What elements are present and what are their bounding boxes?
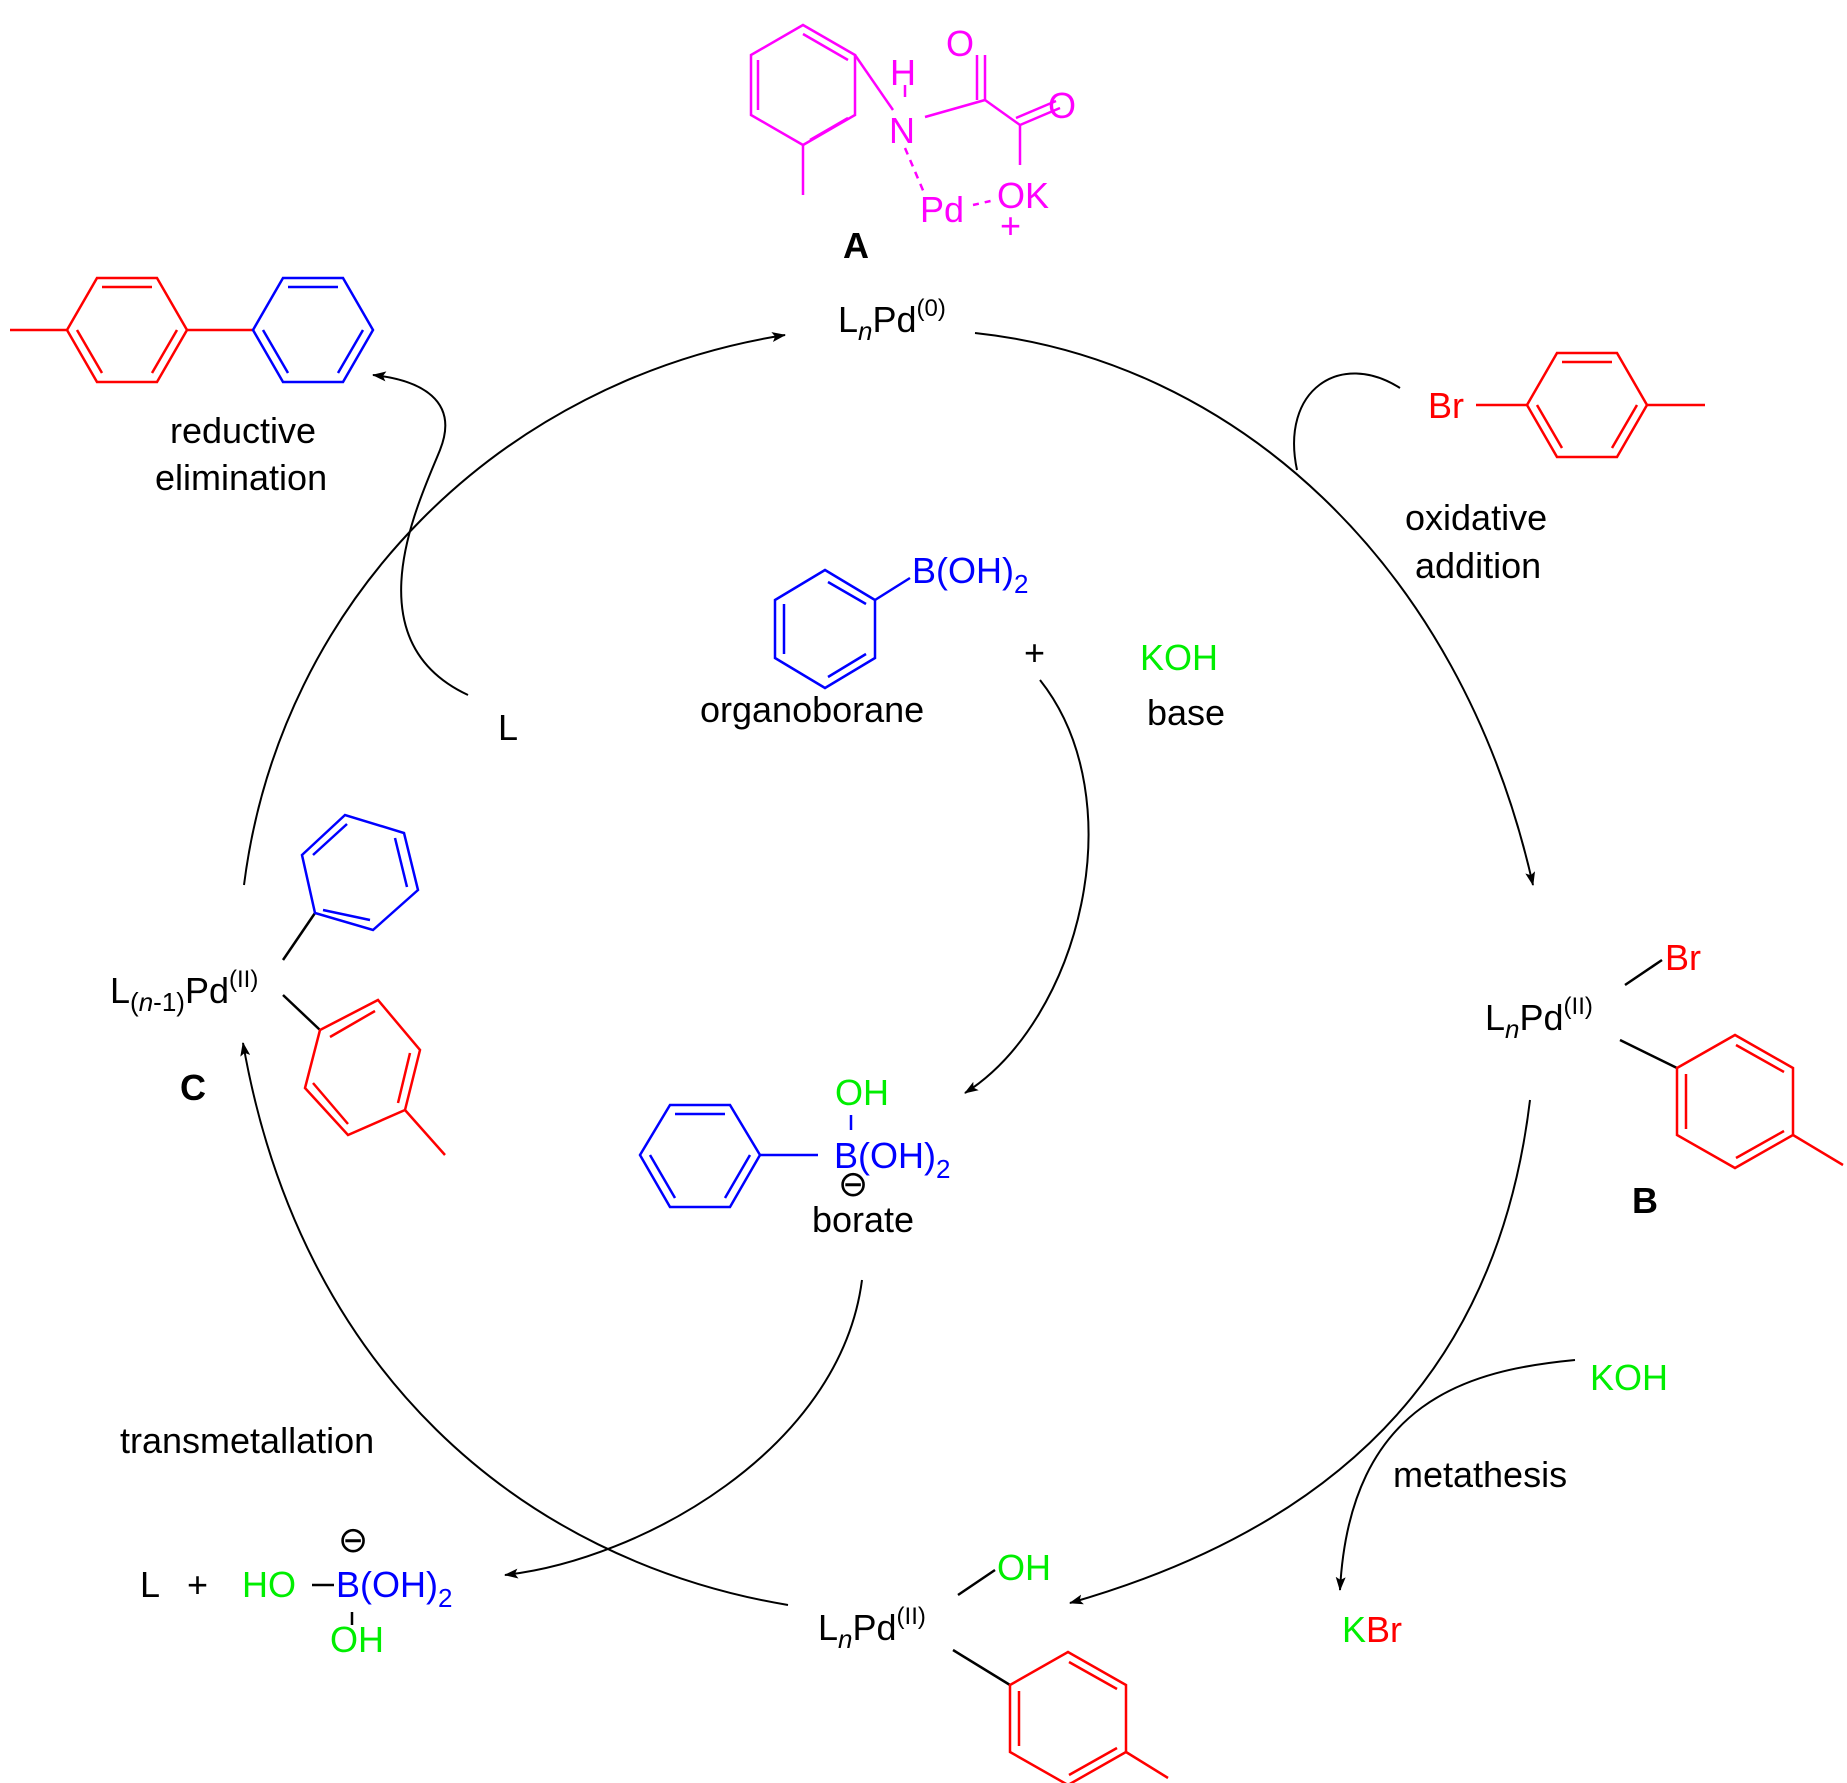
complex-B-pd-label: LnPd(II) bbox=[1485, 993, 1593, 1044]
pd0-catalyst-label: LnPd(0) bbox=[838, 295, 946, 346]
free-ligand-label: L bbox=[498, 707, 518, 748]
arrow-borate-to-byproduct bbox=[504, 1279, 863, 1579]
ligand-complex-A bbox=[749, 23, 1061, 207]
A-Pd-label: Pd bbox=[920, 189, 964, 230]
label-C: C bbox=[180, 1067, 206, 1108]
arc-oxidative-addition bbox=[974, 332, 1536, 886]
arrow-aryl-bromide-in bbox=[1293, 372, 1401, 471]
arrow-borate-formation bbox=[964, 679, 1090, 1094]
svg-text:LnPd(II): LnPd(II) bbox=[1485, 993, 1593, 1044]
borate-structure bbox=[638, 1103, 853, 1209]
complex-C-bonds bbox=[281, 813, 446, 1156]
byproduct-L-label: L bbox=[140, 1564, 160, 1605]
A-plus-label: + bbox=[1000, 205, 1021, 246]
biphenyl-product bbox=[10, 276, 375, 384]
borate-B-label: B(OH)2 bbox=[834, 1135, 950, 1184]
borate-minus-label: ⊖ bbox=[838, 1163, 868, 1204]
pd-OH-label: OH bbox=[997, 1547, 1051, 1588]
arc-reductive-elimination-main bbox=[243, 332, 786, 886]
byproduct-OH-label: OH bbox=[330, 1619, 384, 1660]
organoborane-label: organoborane bbox=[700, 689, 924, 730]
addition-label: addition bbox=[1415, 545, 1541, 586]
boronic-acid-label: B(OH)2 bbox=[912, 550, 1028, 599]
KBr-label: KBr bbox=[1342, 1609, 1402, 1650]
byproduct-B-label: B(OH)2 bbox=[336, 1564, 452, 1613]
A-H-label: H bbox=[890, 52, 916, 93]
side-arrows bbox=[372, 371, 1576, 1591]
pd-hydroxide-label: LnPd(II) bbox=[818, 1603, 926, 1654]
byproduct-bonds bbox=[312, 1583, 354, 1625]
label-B: B bbox=[1632, 1180, 1658, 1221]
aryl-bromide-reagent bbox=[1476, 351, 1705, 459]
transmetallation-label: transmetallation bbox=[120, 1420, 374, 1461]
arc-transmetallation-main bbox=[240, 1042, 789, 1606]
A-O1-label: O bbox=[946, 23, 974, 64]
byproduct-plus-label: + bbox=[187, 1564, 208, 1605]
complex-B-bonds bbox=[1619, 958, 1844, 1170]
borate-label: borate bbox=[812, 1199, 914, 1240]
svg-text:LnPd(II): LnPd(II) bbox=[818, 1603, 926, 1654]
reductive-label: reductive bbox=[170, 410, 316, 451]
elimination-label: elimination bbox=[155, 457, 327, 498]
pd-hydroxide-bonds bbox=[952, 1568, 1169, 1783]
arrow-KOH-to-KBr bbox=[1335, 1359, 1576, 1591]
A-N-label: N bbox=[889, 110, 915, 151]
byproduct-minus-label: ⊖ bbox=[338, 1519, 368, 1560]
svg-text:L(n-1)Pd(II): L(n-1)Pd(II) bbox=[110, 966, 258, 1017]
arrow-ligand-loss bbox=[372, 371, 469, 696]
plus-top-label: + bbox=[1024, 632, 1045, 673]
A-OK-label: OK bbox=[997, 175, 1049, 216]
KOH-metathesis-label: KOH bbox=[1590, 1357, 1668, 1398]
base-label: base bbox=[1147, 692, 1225, 733]
label-A: A bbox=[843, 225, 869, 266]
metathesis-label: metathesis bbox=[1393, 1454, 1567, 1495]
oxidative-label: oxidative bbox=[1405, 497, 1547, 538]
aryl-Br-label: Br bbox=[1428, 385, 1464, 426]
arc-metathesis bbox=[1069, 1099, 1531, 1605]
organoborane-structure bbox=[773, 568, 911, 690]
KOH-base-label: KOH bbox=[1140, 637, 1218, 678]
complex-C-pd-label: L(n-1)Pd(II) bbox=[110, 966, 258, 1017]
A-O2-label: O bbox=[1048, 85, 1076, 126]
svg-text:LnPd(0): LnPd(0) bbox=[838, 295, 946, 346]
complex-B-Br-label: Br bbox=[1665, 937, 1701, 978]
borate-OH-label: OH bbox=[835, 1072, 889, 1113]
byproduct-HO-label: HO bbox=[242, 1564, 296, 1605]
catalytic-cycle-arcs bbox=[240, 332, 1536, 1606]
